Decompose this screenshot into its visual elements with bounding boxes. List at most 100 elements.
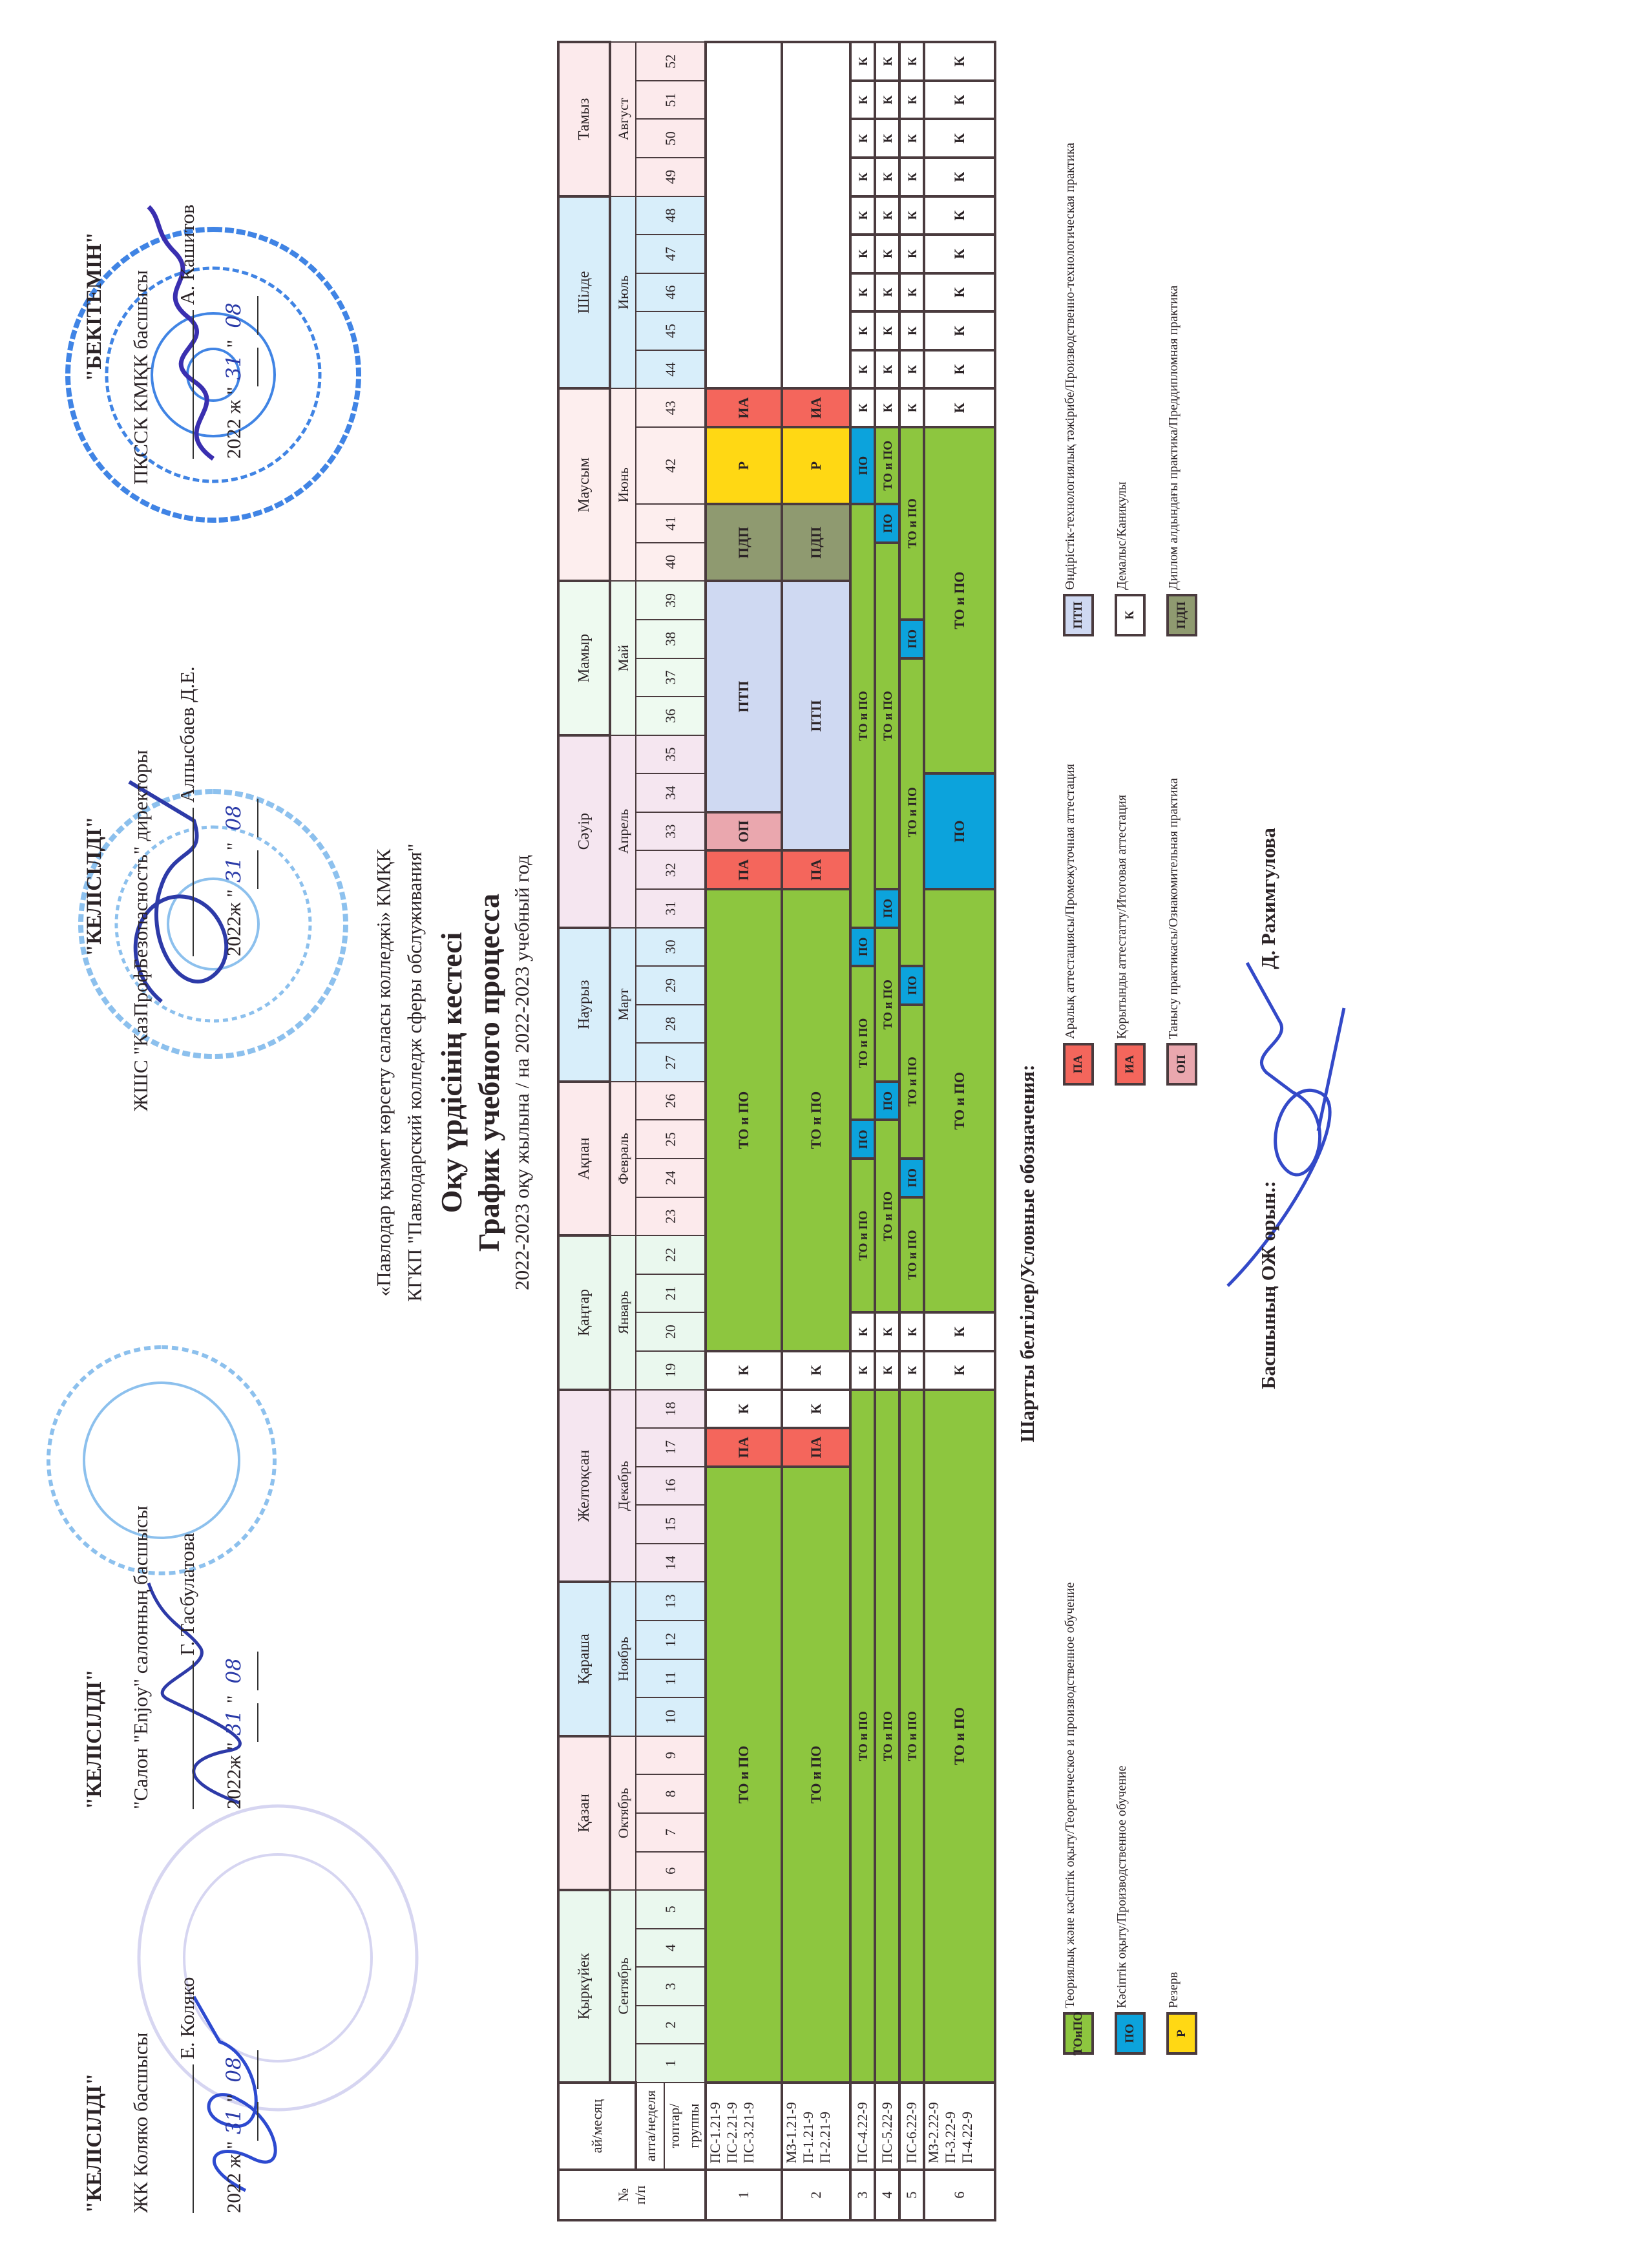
week-number: 48 [636, 196, 706, 235]
schedule-cell-label: К [906, 364, 919, 374]
legend-text: Теориялық және кәсіптік оқыту/Теоретичес… [1063, 1582, 1077, 2008]
schedule-cell-r: Р [706, 427, 782, 505]
month-header-kz: Наурыз [558, 927, 610, 1082]
week-number: 13 [636, 1582, 706, 1621]
row-groups: ПС-4.22-9 [850, 2083, 875, 2170]
schedule-cell-label: К [906, 134, 919, 143]
groups-header-label: топтар/группы [666, 2103, 702, 2148]
schedule-cell-label: К [951, 287, 967, 298]
schedule-cell-label: ТО и ПО [951, 1071, 967, 1130]
group-name: ПС-4.22-9 [854, 2102, 870, 2163]
schedule-cell-k: К [850, 235, 875, 273]
week-number: 2 [636, 2005, 706, 2044]
schedule-cell-label: ТО и ПО [881, 980, 895, 1030]
week-number: 25 [636, 1120, 706, 1159]
schedule-cell-k: К [899, 196, 924, 235]
date-prefix: 2022ж " [222, 1742, 245, 1809]
schedule-cell-label: К [857, 364, 870, 374]
schedule-cell-topo: ТО и ПО [850, 966, 875, 1120]
schedule-cell-label: ПДП [808, 527, 824, 559]
schedule-cell-label: К [881, 364, 895, 374]
week-number: 35 [636, 735, 706, 774]
schedule-cell-label: К [951, 94, 967, 105]
month-header-ru: Июль [610, 196, 636, 389]
title-ru: График учебного процесса [472, 893, 505, 1252]
schedule-cell-label: ПО [881, 1091, 895, 1111]
week-number: 24 [636, 1159, 706, 1197]
signature-line [173, 310, 194, 459]
schedule-cell-pa: ПА [706, 850, 782, 889]
academic-year: 2022-2023 оқу жылына / на 2022-2023 учеб… [510, 855, 533, 1290]
schedule-cell-k: К [850, 119, 875, 158]
date-quote: " [222, 842, 245, 851]
schedule-cell-label: К [906, 211, 919, 220]
row-number: 5 [899, 2170, 924, 2220]
schedule-cell-label: К [881, 1365, 895, 1375]
schedule-cell-label: ТО и ПО [906, 787, 919, 837]
schedule-cell-k: К [850, 350, 875, 389]
stamp-tasbulatova [47, 1345, 277, 1575]
schedule-cell-topo: ТО и ПО [899, 1004, 924, 1159]
stamp-college [65, 227, 361, 523]
schedule-cell-label: К [906, 57, 919, 66]
schedule-cell-label: К [881, 249, 895, 258]
schedule-cell-topo: ТО и ПО [850, 1389, 875, 2083]
date-quote: " [222, 2094, 245, 2103]
schedule-cell-po: ПО [850, 1120, 875, 1159]
schedule-cell-po: ПО [899, 966, 924, 1005]
schedule-cell-label: ПО [906, 629, 919, 649]
week-number: 47 [636, 235, 706, 273]
date-quote: " [222, 1695, 245, 1704]
schedule-cell-label: К [857, 403, 870, 413]
schedule-cell-label: К [857, 134, 870, 143]
schedule-cell-label: К [906, 403, 919, 413]
schedule-cell-topo: ТО и ПО [924, 427, 995, 774]
month-header-kz: Желтоқсан [558, 1389, 610, 1582]
date-quote: " [222, 339, 245, 348]
schedule-cell-topo: ТО и ПО [899, 1197, 924, 1313]
approval-name: Е. Коляко [176, 1977, 198, 2059]
approval-position: "Салон "Enjoy" салонның басшысы [129, 1506, 152, 1809]
week-number: 28 [636, 1004, 706, 1044]
schedule-cell-label: ПА [735, 859, 751, 881]
schedule-cell-topo: ТО и ПО [899, 1389, 924, 2083]
schedule-cell-label: ТО и ПО [906, 1711, 919, 1761]
week-number: 37 [636, 658, 706, 697]
week-number: 17 [636, 1428, 706, 1467]
month-header-kz: Қаңтар [558, 1235, 610, 1390]
date-prefix: 2022 ж " [222, 386, 245, 459]
signature-kashitov [147, 205, 215, 461]
footer-label: Басшының ОЖ орын.: [1257, 1181, 1279, 1389]
approval-position: ПКССК КМҚК басшысы [129, 270, 152, 485]
schedule-cell-label: К [881, 288, 895, 297]
schedule-cell-k: К [924, 119, 995, 158]
schedule-cell-label: ТО и ПО [906, 1230, 919, 1280]
approval-block-kolyako: "КЕЛІСІЛДІ" ЖК Коляко басшысы Е. Коляко … [71, 1977, 258, 2213]
footer-signer-name: Д. Рахимгулова [1257, 828, 1279, 969]
schedule-cell-k: К [850, 388, 875, 428]
schedule-cell-k: К [924, 311, 995, 350]
schedule-cell-label: К [906, 326, 919, 335]
schedule-cell-blank [706, 42, 782, 389]
legend-text: Кәсіптік оқыту/Производственное обучение [1115, 1765, 1129, 2009]
week-number: 38 [636, 619, 706, 658]
schedule-cell-k: К [850, 157, 875, 196]
schedule-cell-label: ТО и ПО [735, 1091, 751, 1150]
row-number: 4 [875, 2170, 899, 2220]
signature-line [173, 2064, 194, 2213]
legend-text: Танысу практикасы/Ознакомительная практи… [1166, 778, 1181, 1039]
schedule-cell-label: К [857, 172, 870, 182]
month-header-ru: Февраль [610, 1081, 636, 1236]
schedule-cell-label: ТО и ПО [906, 1056, 919, 1107]
schedule-cell-pa: ПА [706, 1428, 782, 1467]
schedule-cell-label: К [951, 133, 967, 144]
week-number: 43 [636, 388, 706, 428]
schedule-cell-label: К [951, 403, 967, 414]
approval-heading: "КЕЛІСІЛДІ" [83, 1669, 106, 1809]
